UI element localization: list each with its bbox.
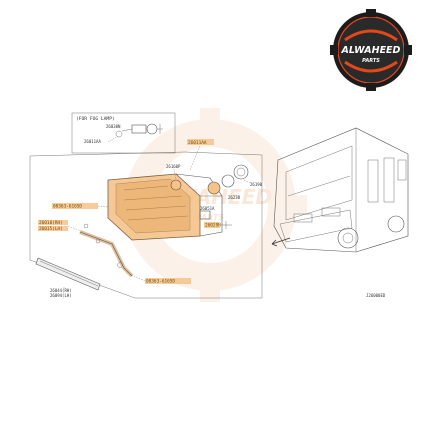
label-26160p: 26160P (166, 164, 181, 169)
truck-illustration (271, 127, 409, 253)
headlamp-unit (107, 173, 223, 241)
label-26011aa-top: 26011AA (187, 139, 214, 171)
trim-strip: 26044(RH) 26094(LH) (35, 257, 101, 298)
label-26190: 26190 (250, 182, 263, 187)
logo-sub-text: PARTS (362, 58, 380, 64)
label-strip-lh: 26094(LH) (50, 293, 72, 298)
fog-lamp-inset: (FOR FOG LAMP) 26038N 26011AA (71, 112, 176, 154)
label-bottom-ref: 08363-6165D (146, 279, 175, 285)
label-left-lh: 26015(LH) (39, 226, 63, 232)
mounting-bracket (79, 230, 134, 278)
bottom-ref: 08363-6165D (133, 275, 191, 285)
label-26011aa: 26011AA (84, 139, 101, 144)
fog-lamp-note: (FOR FOG LAMP) (76, 116, 115, 122)
bulb-parts: 26160P 26230 26190 26051A 26029H (166, 164, 263, 229)
label-26029h: 26029H (205, 223, 221, 229)
label-26230: 26230 (228, 195, 241, 200)
label-strip-rh: 26044(RH) (50, 288, 72, 293)
svg-text:26011AA: 26011AA (188, 140, 207, 146)
label-left-rh: 26010(RH) (39, 220, 63, 226)
label-left-ref: 08363-6165D (53, 204, 82, 210)
fog-bulb-socket (107, 123, 163, 143)
label-26051a: 26051A (200, 206, 215, 211)
logo-brand-text: ALWAHEED (341, 45, 401, 56)
label-26038n: 26038N (106, 124, 121, 129)
main-frame (29, 151, 263, 299)
figure-code: J26000ED (366, 293, 386, 298)
alwaheed-logo: ALWAHEED PARTS (330, 9, 412, 91)
